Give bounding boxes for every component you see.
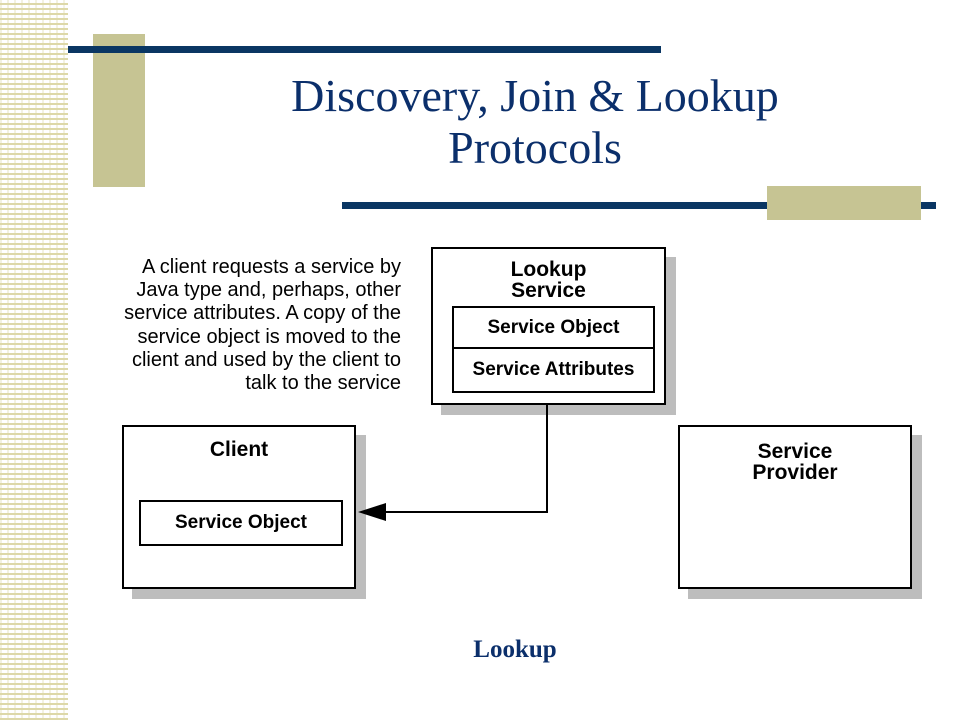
slide-title: Discovery, Join & Lookup Protocols: [150, 70, 920, 174]
slide-title-line-1: Discovery, Join & Lookup: [291, 70, 779, 121]
lookup-service-title: Lookup Service: [433, 259, 664, 301]
description-line: A client requests a service by: [141, 256, 401, 278]
client-title: Client: [209, 438, 269, 461]
slide-title-line-2: Protocols: [448, 122, 622, 173]
lookup-service-object: Service Object: [452, 306, 655, 349]
left-decorative-stripe: [0, 0, 68, 720]
service-provider-title-line-1: Service: [757, 440, 833, 463]
description-line: talk to the service: [245, 372, 401, 395]
lookup-service-attributes-label: Service Attributes: [472, 359, 635, 380]
lookup-service-title-line-1: Lookup: [510, 258, 587, 281]
figure-caption: Lookup: [473, 636, 557, 663]
lookup-service-title-line-2: Service: [511, 279, 586, 302]
title-bottom-rule: [342, 202, 936, 209]
client-box: Client Service Object: [122, 425, 356, 589]
lookup-service-object-label: Service Object: [487, 317, 620, 338]
client-service-object: Service Object: [139, 500, 343, 546]
description-text: A client requests a service by Java type…: [96, 256, 401, 395]
lookup-service-attributes: Service Attributes: [452, 347, 655, 393]
description-line: service attributes. A copy of the: [124, 302, 401, 325]
title-top-rule: [68, 46, 661, 53]
description-line: Java type and, perhaps, other: [136, 279, 401, 302]
description-line: service object is moved to the: [137, 325, 401, 348]
connector-line: [384, 405, 548, 513]
client-service-object-label: Service Object: [174, 512, 308, 533]
accent-block-left: [93, 34, 145, 187]
service-provider-box: Service Provider: [678, 425, 912, 589]
description-line: client and used by the client to: [131, 348, 401, 371]
connector-arrowhead: [358, 503, 386, 521]
service-provider-title-line-2: Provider: [752, 461, 838, 484]
accent-block-right: [767, 186, 921, 220]
lookup-service-box: Lookup Service Service Object Service At…: [431, 247, 666, 405]
service-provider-title: Service Provider: [680, 441, 910, 483]
